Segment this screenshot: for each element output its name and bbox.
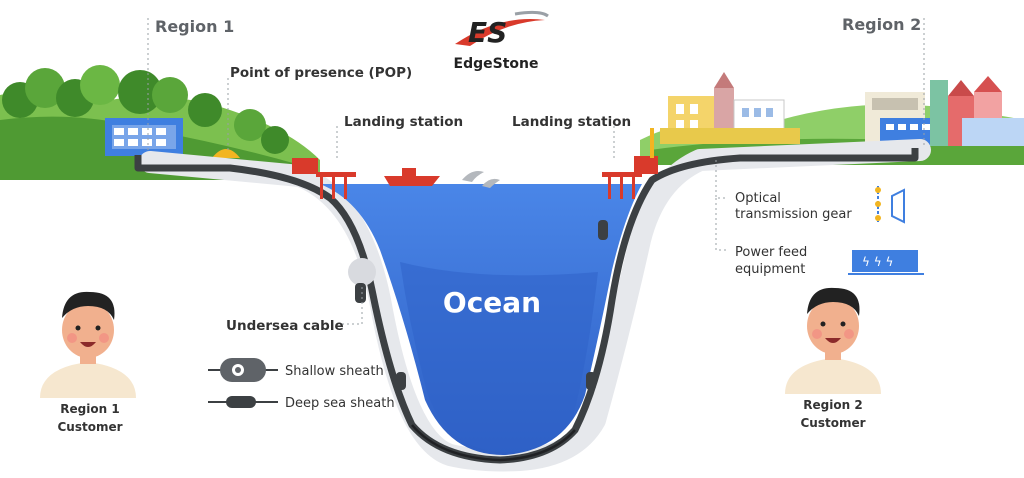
landing-station-right-label: Landing station	[512, 114, 631, 130]
logo-name: EdgeStone	[454, 56, 539, 72]
deep-sea-sheath-segment	[586, 372, 596, 390]
region-2-label: Region 2	[842, 15, 921, 34]
customer-2-label-line1: Region 2	[803, 398, 862, 412]
power-feed-label-line2: equipment	[735, 262, 805, 277]
optical-transmission-icon	[875, 186, 905, 224]
tree-cluster-left	[2, 65, 289, 154]
customer-avatar-right	[780, 287, 888, 396]
landing-station-right	[602, 128, 658, 199]
power-feed-equipment-icon: ϟ ϟ ϟ	[848, 250, 924, 275]
shallow-sheath-icon	[208, 358, 278, 382]
customer-2-label-line2: Customer	[800, 416, 865, 430]
pop-dome	[212, 149, 240, 158]
deep-sea-sheath-segment	[396, 372, 406, 390]
data-center-building-left	[105, 118, 183, 156]
ship	[384, 168, 440, 186]
svg-text:ϟ ϟ ϟ: ϟ ϟ ϟ	[862, 255, 893, 269]
ocean-label: Ocean	[443, 286, 541, 319]
customer-avatar-left	[35, 290, 143, 398]
power-feed-label-line1: Power feed	[735, 245, 807, 260]
optical-gear-label-line1: Optical	[735, 191, 781, 206]
logo-letters: ES	[468, 16, 507, 49]
ocean-deep-shade	[400, 262, 598, 452]
region-1-label: Region 1	[155, 17, 234, 36]
landing-station-left	[292, 158, 356, 199]
city-buildings	[660, 72, 1024, 146]
pop-label: Point of presence (POP)	[230, 65, 412, 81]
customer-1-label-line2: Customer	[57, 420, 122, 434]
landing-station-left-label: Landing station	[344, 114, 463, 130]
edgestone-logo: ES EdgeStone	[454, 10, 549, 72]
undersea-cable-label: Undersea cable	[226, 318, 344, 334]
deep-sea-sheath-label: Deep sea sheath	[285, 396, 395, 411]
shallow-sheath-label: Shallow sheath	[285, 364, 384, 379]
dolphins	[462, 171, 500, 188]
cable-callout-marker	[348, 258, 376, 286]
customer-1-label-line1: Region 1	[60, 402, 119, 416]
deep-sea-sheath-segment	[355, 283, 366, 303]
deep-sea-sheath-segment	[598, 220, 608, 240]
callout-leaders	[147, 18, 925, 325]
undersea-cable-core	[411, 424, 576, 462]
optical-gear-label-line2: transmission gear	[735, 207, 852, 222]
deep-sea-sheath-icon	[208, 396, 278, 408]
